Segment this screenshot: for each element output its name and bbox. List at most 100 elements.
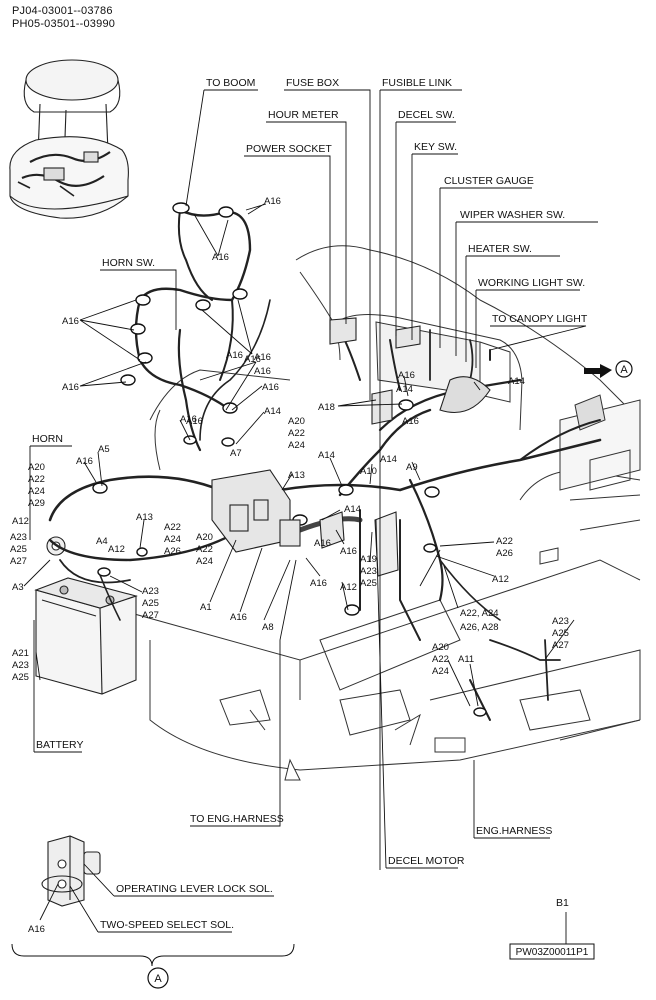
part-label: A24	[28, 486, 45, 497]
detail-a-pointer-letter: A	[620, 364, 628, 376]
part-label: A24	[432, 666, 449, 677]
callout-decel-motor: DECEL MOTOR	[388, 855, 465, 867]
part-label: A16	[244, 354, 261, 365]
part-label: A4	[96, 536, 108, 547]
part-label: A16	[254, 366, 271, 377]
part-label: A11	[458, 654, 474, 665]
callout-battery: BATTERY	[36, 739, 83, 751]
part-label: A22	[28, 474, 45, 485]
part-label: A16	[264, 196, 281, 207]
callout-fusible-link: FUSIBLE LINK	[382, 77, 452, 89]
part-label: A16	[402, 416, 419, 427]
part-label: A16	[314, 538, 331, 549]
sheet-label: B1	[556, 897, 569, 909]
fuse-box-assembly	[211, 317, 491, 577]
part-label: A14	[318, 450, 335, 461]
solenoid-valve-detail	[41, 835, 101, 907]
serial-range-2: PH05-03501--03990	[12, 18, 116, 30]
callout-wiper-washer-sw: WIPER WASHER SW.	[460, 209, 565, 221]
part-label: A16	[340, 546, 357, 557]
part-label: A13	[288, 470, 305, 481]
part-label: A20	[196, 532, 213, 543]
part-label: A5	[98, 444, 110, 455]
part-label: A16	[230, 612, 247, 623]
part-label: A16	[212, 252, 229, 263]
callout-working-light-sw: WORKING LIGHT SW.	[478, 277, 585, 289]
part-label: A7	[230, 448, 242, 459]
part-label: A16	[226, 350, 243, 361]
part-label: A25	[360, 578, 377, 589]
part-label: A23	[552, 616, 569, 627]
part-label: A26, A28	[460, 622, 499, 633]
detail-a-letter: A	[154, 973, 162, 985]
callout-key-sw: KEY SW.	[414, 141, 457, 153]
part-label: A16	[180, 414, 197, 425]
part-label: A22	[496, 536, 513, 547]
part-label: A10	[360, 466, 377, 477]
machine-overview-thumbnail	[9, 59, 129, 219]
part-label: A16	[28, 924, 45, 935]
leader-lines	[23, 89, 598, 933]
callout-to-boom: TO BOOM	[206, 77, 255, 89]
part-label: A21	[12, 648, 29, 659]
part-number-labels: A16 A16 A16 A16 A16 A16 A16 A16 A14 A18 …	[10, 196, 569, 935]
callout-to-eng-harness: TO ENG.HARNESS	[190, 813, 284, 825]
part-label: A12	[492, 574, 509, 585]
part-label: A14	[508, 376, 525, 387]
part-label: A16	[398, 370, 415, 381]
part-label: A20	[28, 462, 45, 473]
part-label: A22	[432, 654, 449, 665]
battery	[34, 577, 138, 695]
part-label: A24	[164, 534, 181, 545]
part-label: A1	[200, 602, 212, 613]
part-label: A25	[12, 672, 29, 683]
part-label: A12	[12, 516, 29, 527]
part-label: A27	[142, 610, 159, 621]
part-label: A23	[142, 586, 159, 597]
part-label: A25	[142, 598, 159, 609]
part-label: A27	[10, 556, 27, 567]
callout-decel-sw: DECEL SW.	[398, 109, 455, 121]
part-label: A8	[262, 622, 274, 633]
harness-clamps	[92, 202, 487, 717]
footer: A A B1 PW03Z00011P1	[11, 364, 628, 989]
part-label: A29	[28, 498, 45, 509]
callout-cluster-gauge: CLUSTER GAUGE	[444, 175, 534, 187]
part-label: A22	[288, 428, 305, 439]
callout-horn: HORN	[32, 433, 63, 445]
part-label: A16	[254, 352, 271, 363]
part-label: A24	[288, 440, 305, 451]
serial-range-1: PJ04-03001--03786	[12, 5, 113, 17]
part-label: A13	[136, 512, 153, 523]
callout-heater-sw: HEATER SW.	[468, 243, 532, 255]
callout-to-canopy-light: TO CANOPY LIGHT	[492, 313, 588, 325]
part-label: A16	[62, 382, 79, 393]
part-label: A25	[10, 544, 27, 555]
part-label: A14	[264, 406, 281, 417]
part-label: A16	[76, 456, 93, 467]
part-label: A24	[196, 556, 213, 567]
part-label: A16	[262, 382, 279, 393]
part-label: A14	[344, 504, 361, 515]
part-label: A16	[186, 416, 203, 427]
part-label: A20	[288, 416, 305, 427]
part-label: A22, A24	[460, 608, 499, 619]
part-label: A18	[318, 402, 335, 413]
callout-power-socket: POWER SOCKET	[246, 143, 332, 155]
callout-eng-harness: ENG.HARNESS	[476, 825, 552, 837]
part-label: A23	[360, 566, 377, 577]
part-label: A23	[10, 532, 27, 543]
part-label: A3	[12, 582, 24, 593]
part-label: A19	[360, 554, 377, 565]
callout-two-speed-select-sol: TWO-SPEED SELECT SOL.	[100, 919, 234, 931]
part-label: A14	[396, 384, 413, 395]
detail-a-pointer	[584, 360, 633, 378]
part-label: A22	[164, 522, 181, 533]
callout-hour-meter: HOUR METER	[268, 109, 339, 121]
part-label: A12	[340, 582, 357, 593]
drawing-number: PW03Z00011P1	[516, 947, 589, 958]
part-label: A26	[496, 548, 513, 559]
wire-harness	[48, 208, 602, 891]
part-label: A23	[12, 660, 29, 671]
